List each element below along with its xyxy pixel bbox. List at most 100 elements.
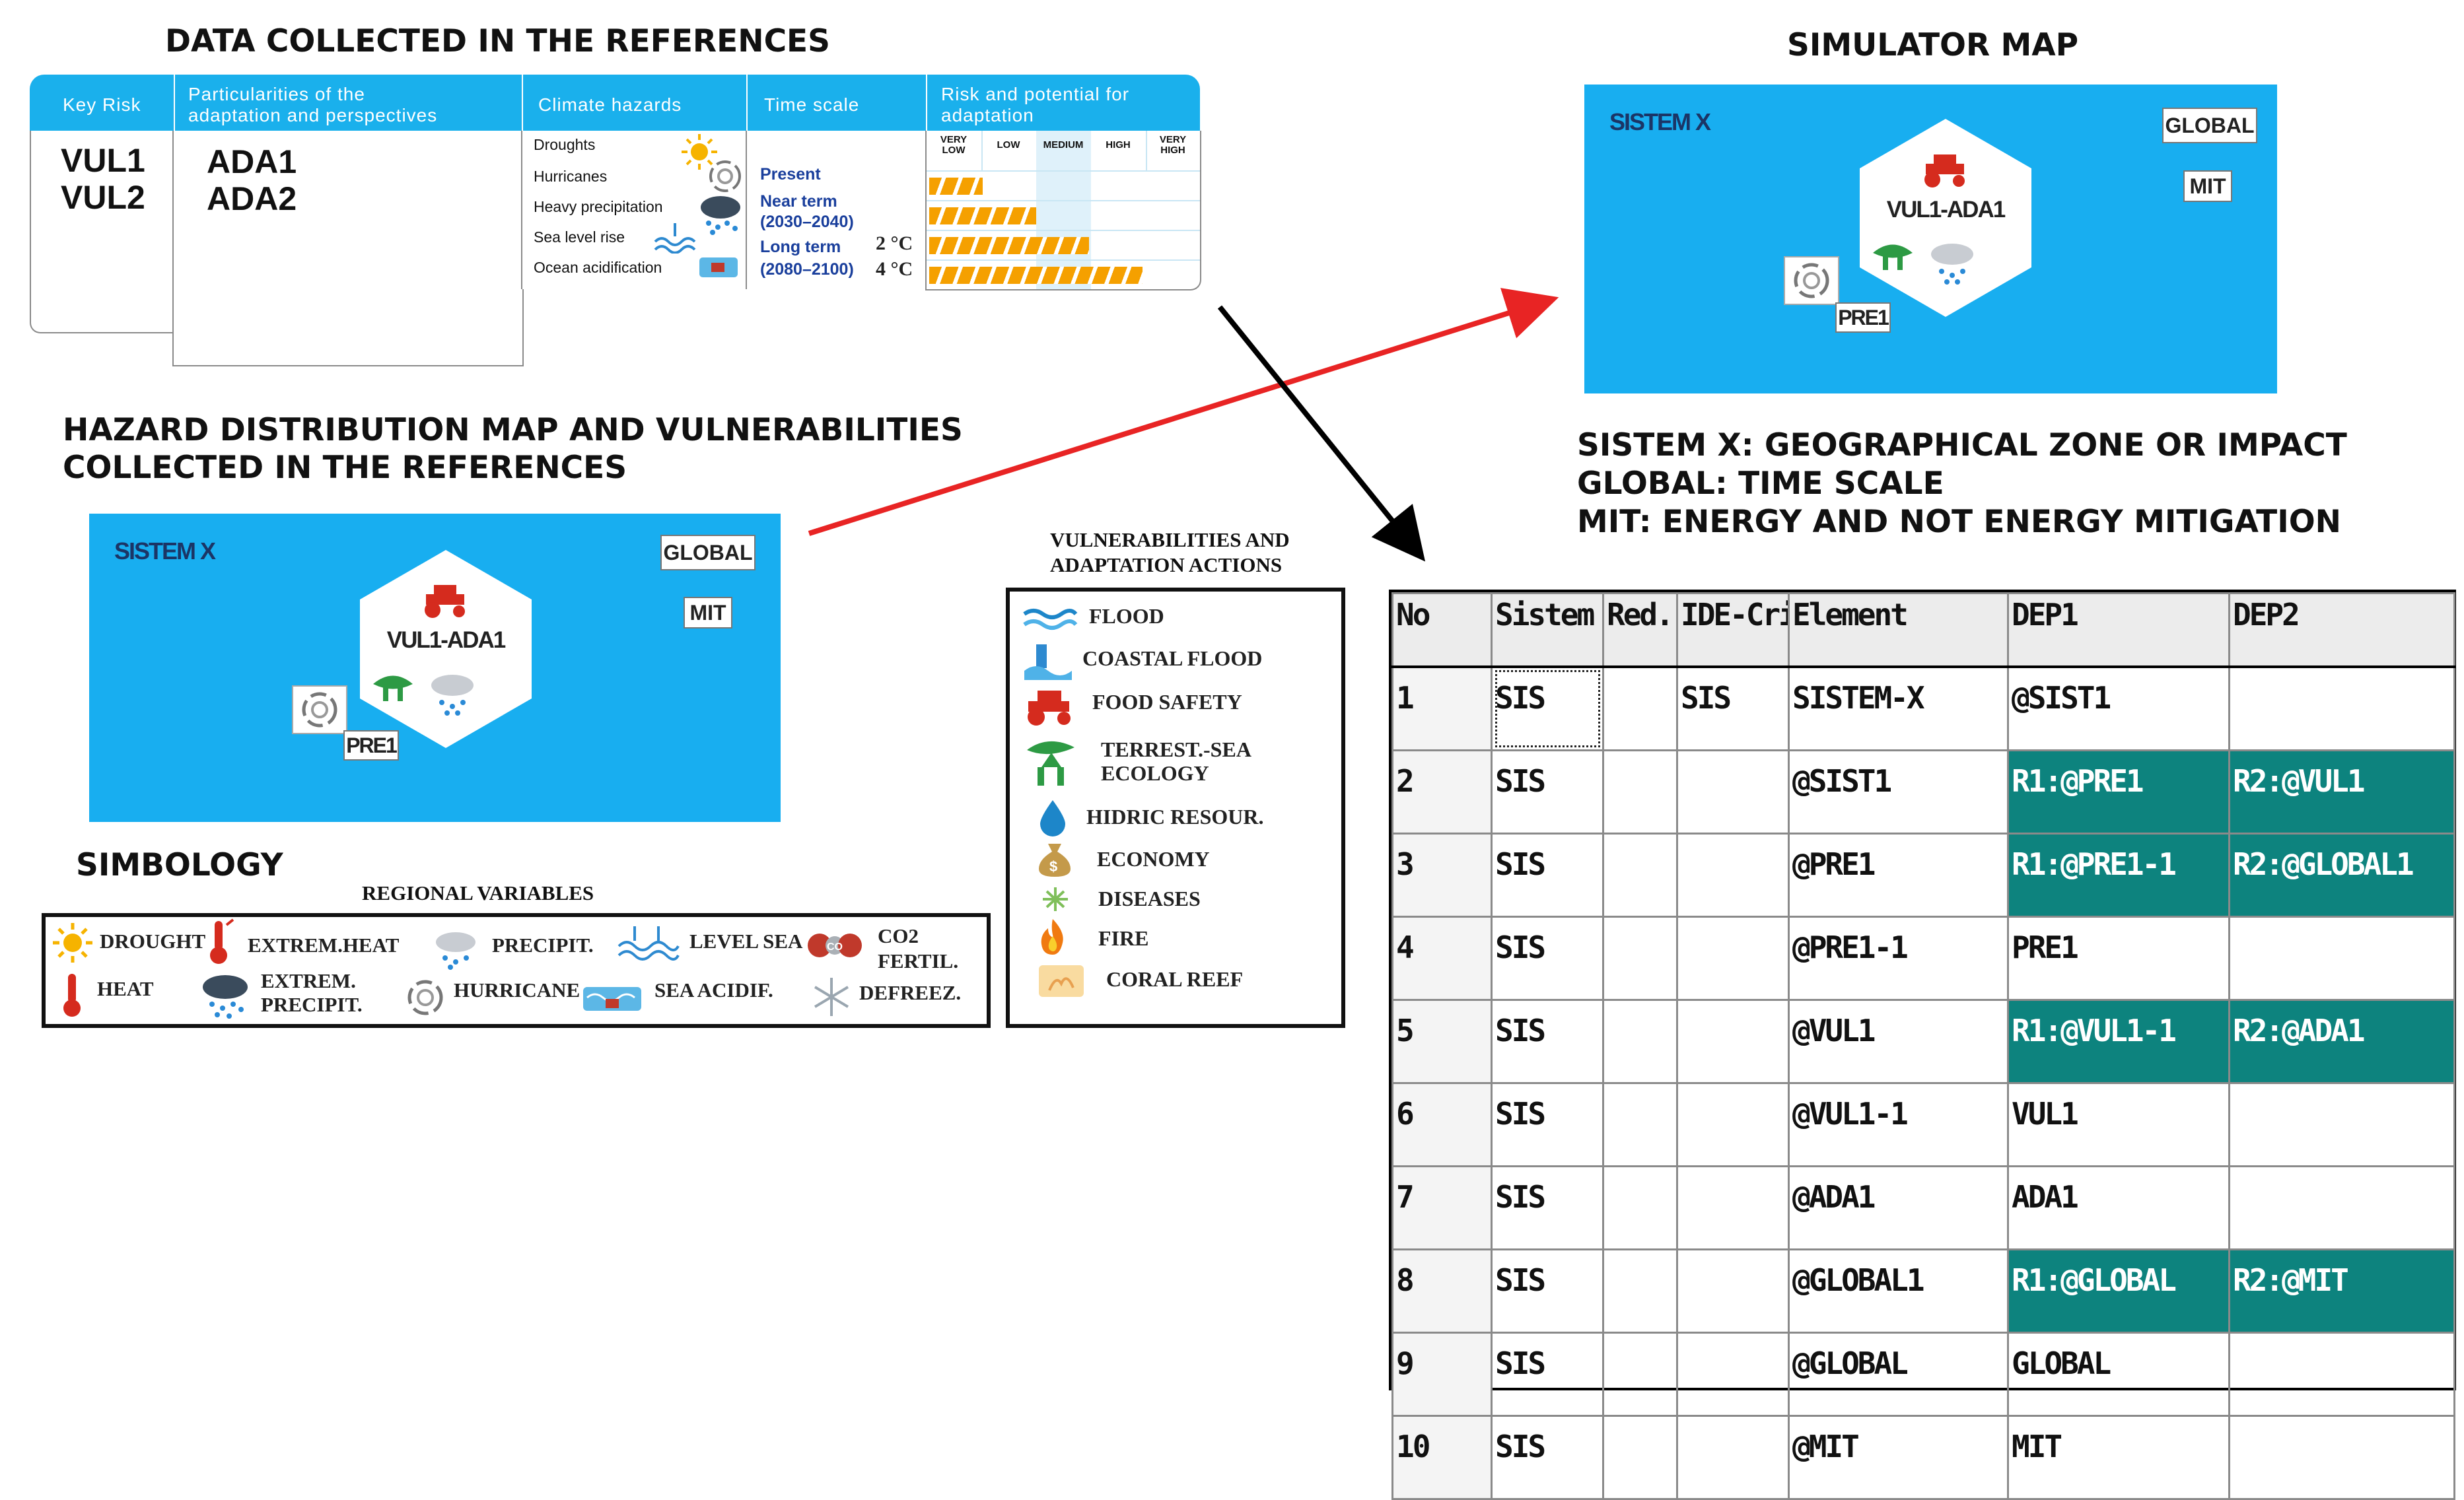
legend-system: SISTEM X: GEOGRAPHICAL ZONE OR IMPACT: [1577, 427, 2347, 463]
table-cell[interactable]: [1676, 749, 1790, 835]
table-cell[interactable]: [1676, 916, 1790, 1001]
table-cell[interactable]: [1676, 1165, 1790, 1250]
header-particularities-1: Particularities of the: [188, 84, 365, 104]
risk-bar: [929, 237, 1089, 254]
table-cell[interactable]: @PRE1-1: [1788, 916, 2009, 1001]
table-cell[interactable]: 10: [1391, 1415, 1493, 1500]
table-cell[interactable]: SIS: [1491, 1165, 1604, 1250]
table-cell[interactable]: R1:@VUL1-1: [2007, 999, 2230, 1084]
table-cell[interactable]: SIS: [1491, 1332, 1604, 1417]
table-cell[interactable]: @GLOBAL: [1788, 1332, 2009, 1417]
table-cell[interactable]: R2:@GLOBAL1: [2228, 833, 2455, 918]
table-cell[interactable]: [1602, 1165, 1678, 1250]
sim-ecology-icon: [1873, 244, 1913, 270]
disease-icon: [1043, 887, 1068, 911]
table-cell[interactable]: [2228, 1415, 2455, 1500]
table-cell[interactable]: SIS: [1491, 916, 1604, 1001]
table-cell[interactable]: [1676, 1415, 1790, 1500]
table-cell[interactable]: SIS: [1491, 999, 1604, 1084]
table-cell[interactable]: R2:@MIT: [2228, 1248, 2455, 1334]
table-cell[interactable]: R2:@VUL1: [2228, 749, 2455, 835]
risk-bar-row: [927, 230, 1200, 260]
table-cell[interactable]: @MIT: [1788, 1415, 2009, 1500]
risk-column: VERY LOW LOW MEDIUM HIGH VERY HIGH: [925, 131, 1201, 290]
table-header-cell: DEP1: [2007, 592, 2230, 668]
table-cell[interactable]: @VUL1: [1788, 999, 2009, 1084]
vul-food-safety: FOOD SAFETY: [1092, 690, 1242, 714]
table-cell[interactable]: [1676, 1332, 1790, 1417]
table-cell[interactable]: SIS: [1676, 665, 1790, 751]
table-cell[interactable]: R1:@PRE1: [2007, 749, 2230, 835]
table-cell[interactable]: SIS: [1491, 665, 1604, 751]
table-cell[interactable]: @SIST1: [2007, 665, 2230, 751]
table-cell[interactable]: [1602, 1248, 1678, 1334]
hazard-distribution-map: SISTEM X GLOBAL MIT VUL1-ADA1 PRE1: [89, 514, 781, 822]
table-cell[interactable]: [2228, 916, 2455, 1001]
table-cell[interactable]: @ADA1: [1788, 1165, 2009, 1250]
table-cell[interactable]: [1602, 749, 1678, 835]
table-cell[interactable]: @GLOBAL1: [1788, 1248, 2009, 1334]
header-climate-hazards: Climate hazards: [538, 94, 682, 115]
table-cell[interactable]: [1676, 1082, 1790, 1167]
key-risk-column: VUL1 VUL2: [30, 131, 175, 333]
table-cell[interactable]: [1676, 999, 1790, 1084]
table-cell[interactable]: 8: [1391, 1248, 1493, 1334]
map-global-tag: GLOBAL: [660, 535, 756, 570]
table-cell[interactable]: @PRE1: [1788, 833, 2009, 918]
table-cell[interactable]: [1602, 1415, 1678, 1500]
table-cell[interactable]: [1602, 999, 1678, 1084]
table-cell[interactable]: [1602, 1332, 1678, 1417]
table-cell[interactable]: 2: [1391, 749, 1493, 835]
table-cell[interactable]: MIT: [2007, 1415, 2230, 1500]
table-cell[interactable]: 3: [1391, 833, 1493, 918]
legend-global: GLOBAL: TIME SCALE: [1577, 465, 1944, 502]
table-cell[interactable]: ADA1: [2007, 1165, 2230, 1250]
vul-diseases: DISEASES: [1098, 887, 1201, 910]
table-cell[interactable]: [2228, 665, 2455, 751]
table-cell[interactable]: [1602, 665, 1678, 751]
table-cell[interactable]: @SIST1: [1788, 749, 2009, 835]
table-cell[interactable]: SIS: [1491, 1248, 1604, 1334]
table-cell[interactable]: [1602, 833, 1678, 918]
table-cell[interactable]: 9: [1391, 1332, 1493, 1417]
table-cell[interactable]: SIS: [1491, 1082, 1604, 1167]
table-cell[interactable]: [1602, 916, 1678, 1001]
table-cell[interactable]: [1676, 1248, 1790, 1334]
table-cell[interactable]: SIS: [1491, 1415, 1604, 1500]
table-cell[interactable]: PRE1: [2007, 916, 2230, 1001]
table-cell[interactable]: SIS: [1491, 749, 1604, 835]
precipitation-icon: [431, 675, 474, 716]
table-cell[interactable]: VUL1: [2007, 1082, 2230, 1167]
table-cell[interactable]: 7: [1391, 1165, 1493, 1250]
table-cell[interactable]: 6: [1391, 1082, 1493, 1167]
table-cell[interactable]: GLOBAL: [2007, 1332, 2230, 1417]
table-cell[interactable]: R2:@ADA1: [2228, 999, 2455, 1084]
table-cell[interactable]: [2228, 1165, 2455, 1250]
table-cell[interactable]: R1:@PRE1-1: [2007, 833, 2230, 918]
table-cell[interactable]: [2228, 1082, 2455, 1167]
table-cell[interactable]: [1676, 833, 1790, 918]
table-cell[interactable]: SISTEM-X: [1788, 665, 2009, 751]
table-cell[interactable]: [2228, 1332, 2455, 1417]
sim-vul-ada-label: VUL1-ADA1: [1886, 197, 2006, 222]
drought-icon: [53, 923, 92, 963]
table-cell[interactable]: 4: [1391, 916, 1493, 1001]
table-cell[interactable]: 1: [1391, 665, 1493, 751]
table-cell[interactable]: [1602, 1082, 1678, 1167]
table-cell[interactable]: SIS: [1491, 833, 1604, 918]
table-cell[interactable]: @VUL1-1: [1788, 1082, 2009, 1167]
table-cell[interactable]: R1:@GLOBAL: [2007, 1248, 2230, 1334]
key-risk-1: VUL1: [61, 142, 145, 179]
table-cell[interactable]: 5: [1391, 999, 1493, 1084]
simulator-map-heading: SIMULATOR MAP: [1787, 27, 2079, 63]
